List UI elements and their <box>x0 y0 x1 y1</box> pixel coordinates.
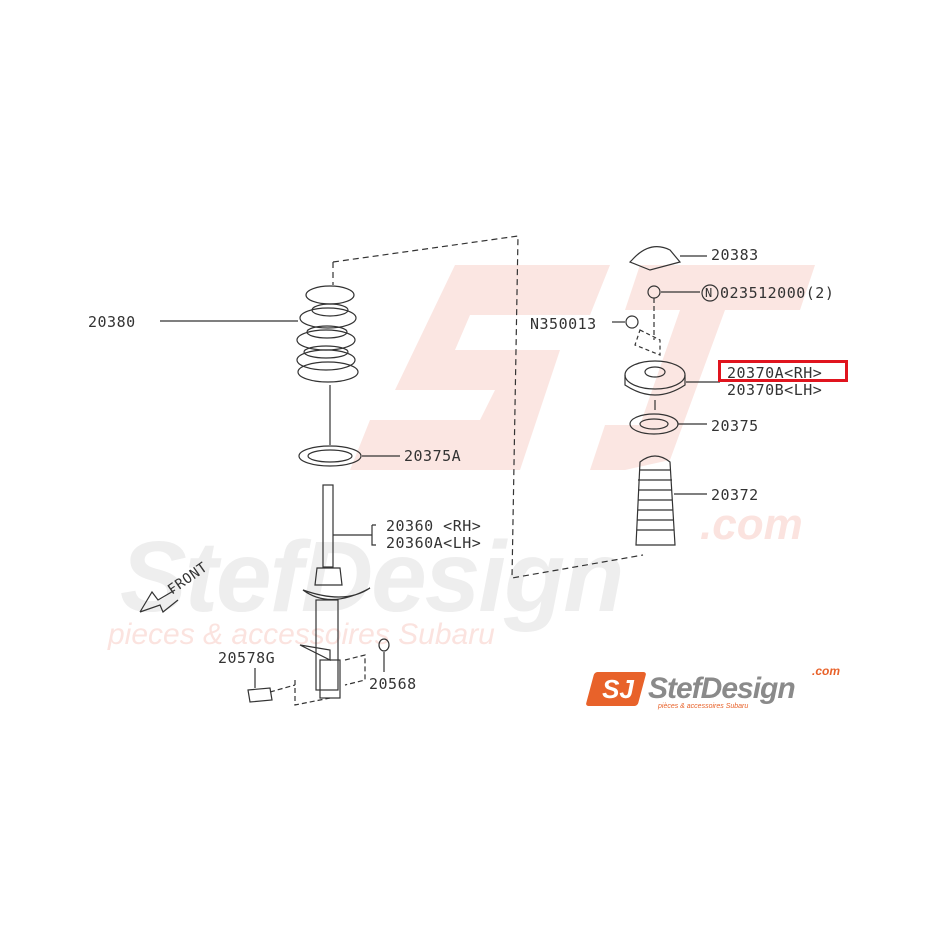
part-label-20370B[interactable]: 20370B<LH> <box>727 381 823 399</box>
stefdesign-logo: SJ StefDesign .com pièces & accessoires … <box>585 664 850 714</box>
part-label-023512000[interactable]: 023512000(2) <box>720 284 835 302</box>
selected-part-highlight <box>718 360 848 382</box>
logo-domain: .com <box>812 664 841 678</box>
part-label-20380[interactable]: 20380 <box>88 313 136 331</box>
part-label-20578G[interactable]: 20578G <box>218 649 276 667</box>
watermark-tagline: pieces & accessoires Subaru <box>108 618 495 651</box>
logo-tagline: pièces & accessoires Subaru <box>658 703 749 710</box>
part-label-20568[interactable]: 20568 <box>369 675 417 693</box>
part-label-20375[interactable]: 20375 <box>711 417 759 435</box>
part-label-20383[interactable]: 20383 <box>711 246 759 264</box>
part-label-20360A[interactable]: 20360A<LH> <box>386 534 482 552</box>
coil-spring <box>296 285 359 383</box>
part-label-20372[interactable]: 20372 <box>711 486 759 504</box>
watermark-domain: .com <box>700 500 803 549</box>
logo-brand: StefDesign <box>648 672 796 705</box>
n-marker: N <box>705 286 713 300</box>
part-label-20360[interactable]: 20360 <RH> <box>386 517 482 535</box>
part-label-N350013[interactable]: N350013 <box>530 315 597 333</box>
logo-badge-text: SJ <box>602 674 634 704</box>
part-label-20375A[interactable]: 20375A <box>404 447 462 465</box>
part-label-20370A[interactable]: 20370A<RH> <box>727 364 823 382</box>
